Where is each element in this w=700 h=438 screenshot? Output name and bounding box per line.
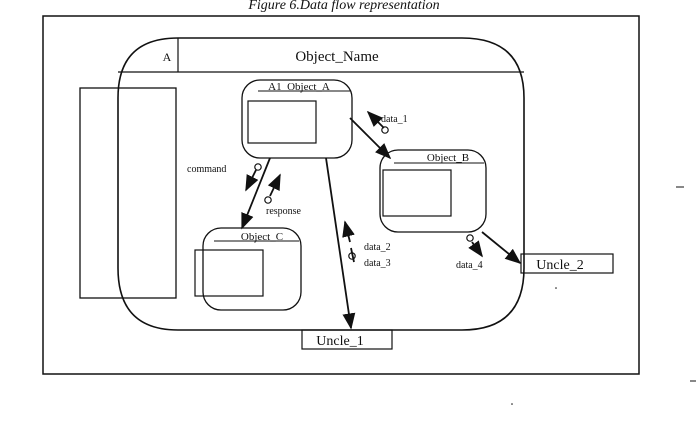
scan-speck (555, 287, 557, 289)
outer-frame (42, 15, 640, 375)
object-b-label: Object_B (427, 152, 469, 164)
data-1-token-arrow (366, 110, 385, 129)
object-a-inner-box (247, 100, 317, 144)
data-2-3-token-stem (350, 247, 355, 263)
command-token-arrow (245, 169, 259, 192)
uncle-1-box (301, 329, 393, 350)
figure-caption: Figure 6.Data flow representation (247, 0, 439, 13)
response-label: response (266, 206, 302, 217)
data-1-label: data_1 (381, 114, 408, 125)
response-token (264, 196, 272, 204)
flow-b-to-uncle2-arrow (481, 231, 522, 265)
flow-a-to-b-arrow (349, 117, 392, 160)
object-c: Object_C (194, 227, 302, 311)
flow-a-to-c-arrow (241, 157, 271, 230)
uncle-2-label: Uncle_2 (536, 258, 583, 273)
object-c-label: Object_C (241, 231, 283, 243)
command-token (254, 163, 262, 171)
data-2-label: data_2 (364, 242, 391, 253)
data-1-token (381, 126, 389, 134)
scan-speck (511, 403, 513, 405)
flow-a-to-uncle1-arrow (325, 157, 356, 330)
response-token-arrow (267, 173, 281, 197)
uncle-2: Uncle_2 (520, 253, 614, 274)
command-label: command (187, 164, 226, 175)
parent-tag: A (163, 50, 172, 64)
data-3-label: data_3 (364, 258, 391, 269)
object-b: Object_B (379, 149, 487, 233)
parent-name: Object_Name (295, 49, 379, 65)
object-c-inner-box (194, 249, 264, 297)
data-2-3-token-arrow (342, 220, 355, 243)
left-interface-box (79, 87, 177, 299)
data-4-token (466, 234, 474, 242)
data-4-token-arrow (468, 240, 483, 258)
data-2-3-token (348, 252, 356, 260)
data-4-label: data_4 (456, 260, 483, 271)
object-a-label: A1 Object_A (268, 81, 330, 93)
object-b-frame (379, 149, 487, 233)
uncle-1: Uncle_1 (301, 329, 393, 350)
object-b-inner-box (382, 169, 452, 217)
uncle-1-label: Uncle_1 (316, 334, 363, 349)
object-a: A1 Object_A (241, 79, 353, 159)
